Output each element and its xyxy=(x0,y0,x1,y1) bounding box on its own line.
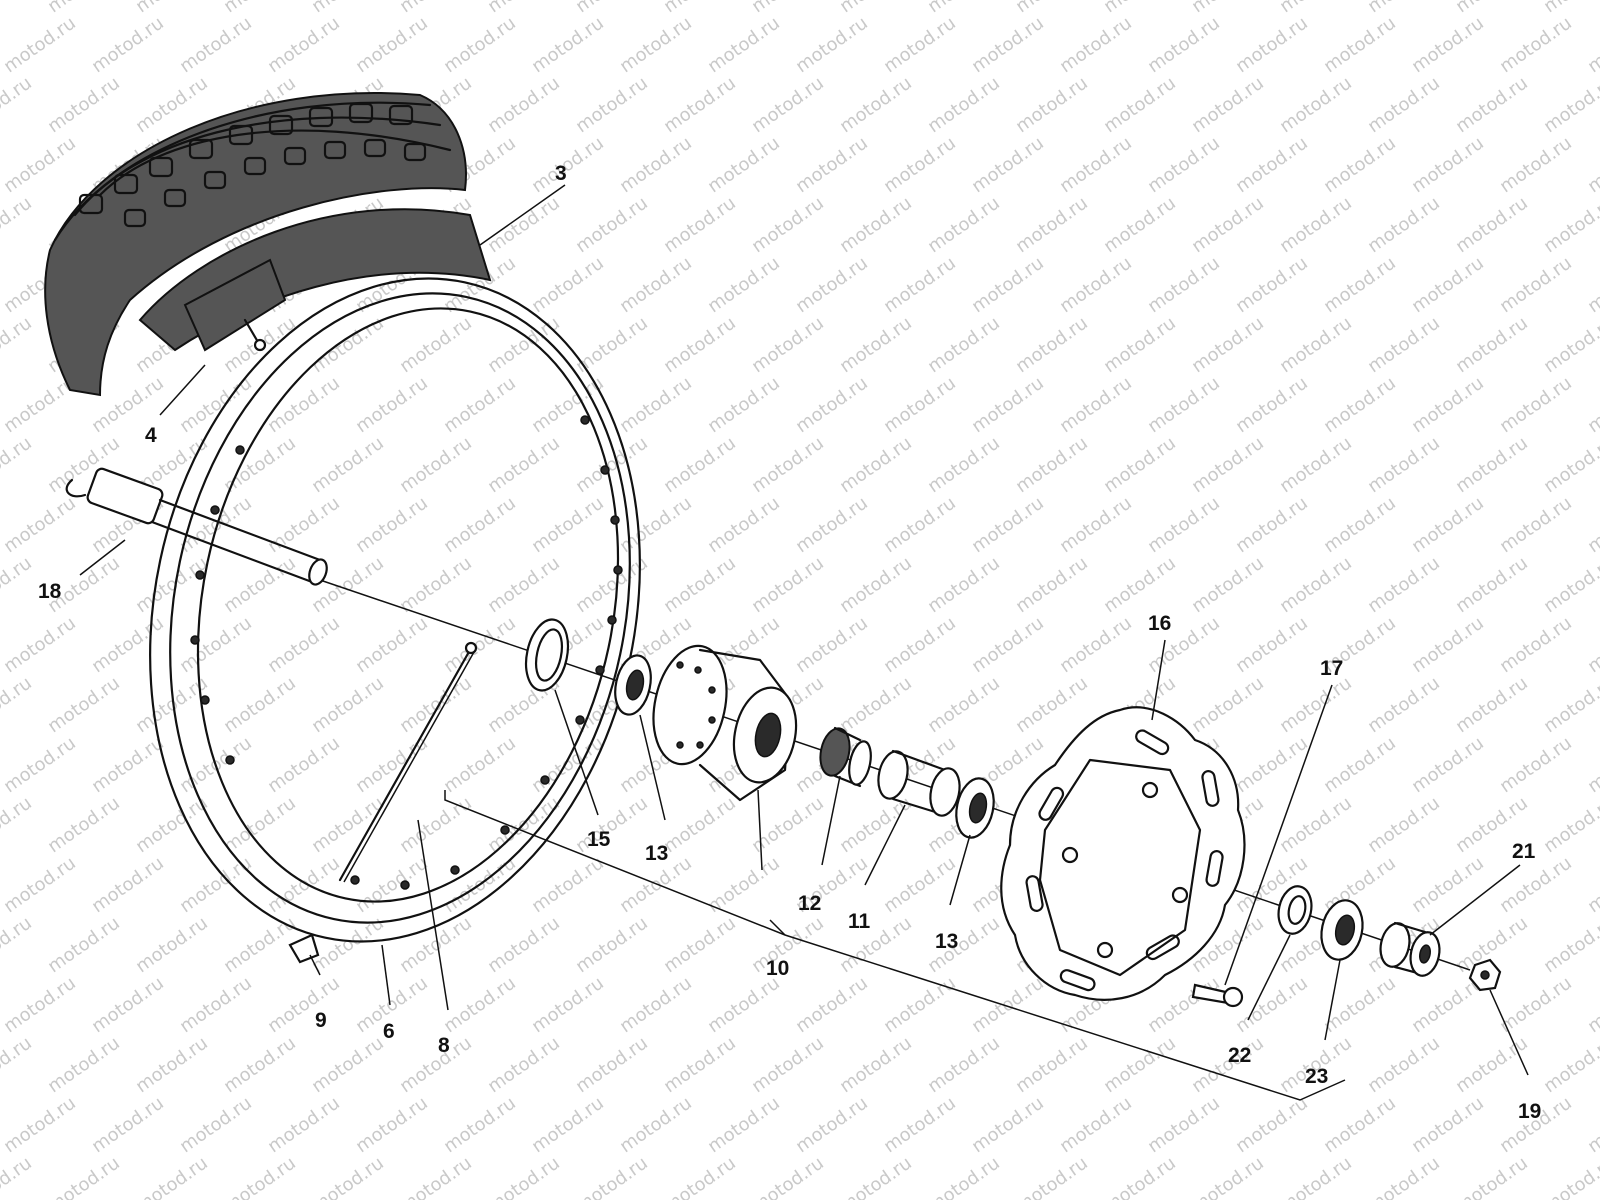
callout-18: 18 xyxy=(38,580,62,603)
spoke-nipple xyxy=(288,933,320,964)
callout-22: 22 xyxy=(1228,1044,1251,1067)
inner-tube-valve xyxy=(183,258,287,352)
disc-bolt xyxy=(1191,983,1244,1008)
callout-19: 19 xyxy=(1518,1100,1541,1123)
callout-16: 16 xyxy=(1148,612,1171,635)
wheel-bearing-right xyxy=(955,777,995,839)
brake-disc xyxy=(1000,706,1246,1001)
leader-lines xyxy=(79,184,1529,1101)
callout-6: 6 xyxy=(383,1020,395,1043)
callout-11: 11 xyxy=(848,910,871,933)
callout-15: 15 xyxy=(587,828,611,851)
callout-12: 12 xyxy=(798,892,821,915)
wheel-bearing-left xyxy=(614,654,652,716)
hub-spacer xyxy=(877,749,961,817)
callout-labels: 3 4 18 9 6 8 15 13 10 12 11 13 16 17 22 … xyxy=(38,162,1541,1123)
callout-10: 10 xyxy=(766,957,789,980)
spoke xyxy=(338,641,478,883)
wheel-rim xyxy=(149,277,641,943)
callout-13-left: 13 xyxy=(645,842,668,865)
callout-9: 9 xyxy=(315,1009,327,1032)
axle xyxy=(65,467,328,586)
tire-illustration xyxy=(44,91,467,397)
oil-seal-right xyxy=(1277,885,1313,935)
hub-spacer-flanged xyxy=(819,726,872,788)
callout-3: 3 xyxy=(555,162,567,185)
callout-8: 8 xyxy=(438,1034,450,1057)
wheel-hub xyxy=(652,644,798,802)
oil-seal xyxy=(524,618,570,692)
callout-13-right: 13 xyxy=(935,930,958,953)
callout-17: 17 xyxy=(1320,657,1343,680)
callout-21: 21 xyxy=(1512,840,1536,863)
callout-4: 4 xyxy=(145,424,157,447)
axle-nut xyxy=(1468,958,1502,992)
bearing-right-outer xyxy=(1320,899,1364,961)
callout-23: 23 xyxy=(1305,1065,1328,1088)
axle-collar xyxy=(1379,921,1441,977)
